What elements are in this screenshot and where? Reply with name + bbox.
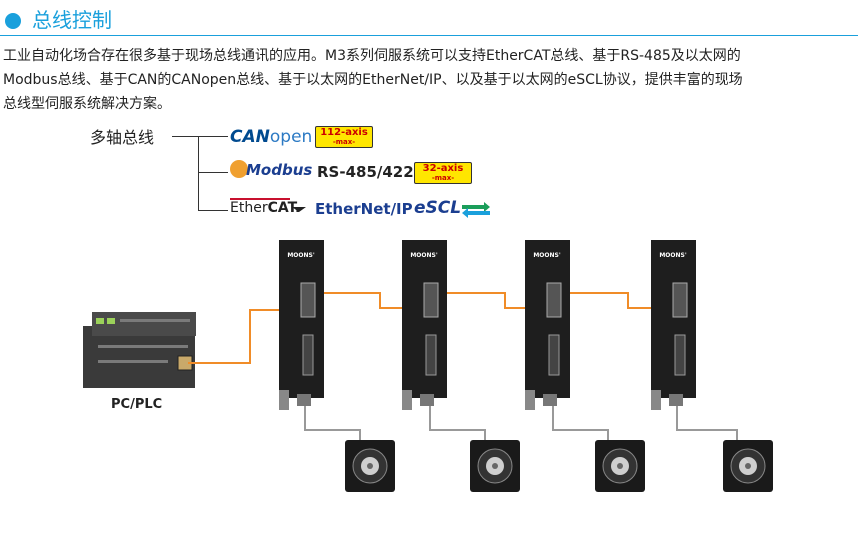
drive-brand: MOONS' bbox=[287, 252, 315, 259]
plc-label: PC/PLC bbox=[111, 397, 162, 412]
escl-arrows-icon bbox=[462, 202, 490, 218]
servo-drive-4: MOONS' bbox=[651, 240, 696, 410]
servo-motor-4 bbox=[723, 440, 773, 492]
servo-drive-3: MOONS' bbox=[525, 240, 570, 410]
drive-brand: MOONS' bbox=[533, 252, 561, 259]
ethercat-accent-bar bbox=[230, 198, 290, 200]
ethercat-arrow-icon bbox=[292, 207, 306, 212]
servo-motor-3 bbox=[595, 440, 645, 492]
servo-motor-2 bbox=[470, 440, 520, 492]
servo-motor-1 bbox=[345, 440, 395, 492]
drive-brand: MOONS' bbox=[659, 252, 687, 259]
plc-controller bbox=[83, 312, 196, 388]
plc-led-icon bbox=[96, 318, 104, 324]
servo-drive-2: MOONS' bbox=[402, 240, 447, 410]
plc-led-icon bbox=[107, 318, 115, 324]
servo-drive-1: MOONS' bbox=[279, 240, 324, 410]
drive-brand: MOONS' bbox=[410, 252, 438, 259]
motor-cables bbox=[305, 405, 737, 440]
